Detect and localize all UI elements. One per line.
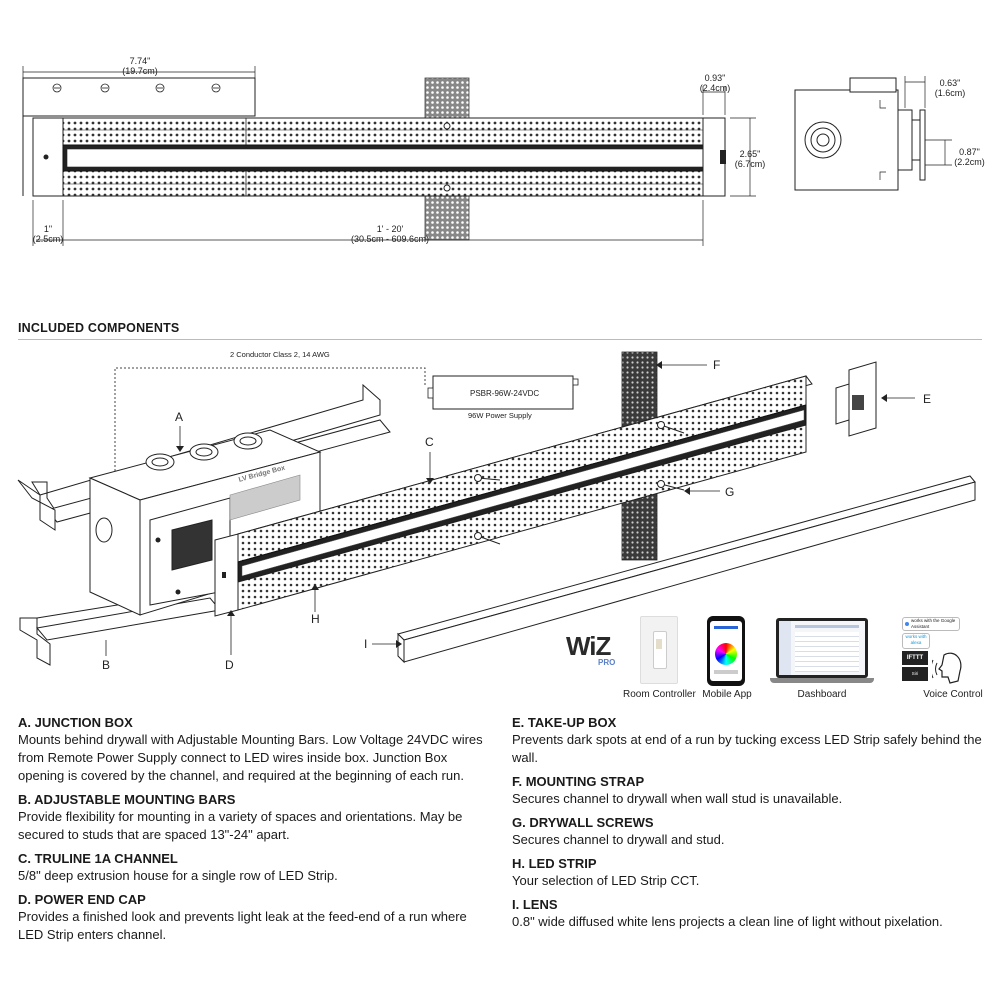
alexa-badge: works with alexa [902, 633, 930, 649]
component-description: Your selection of LED Strip CCT. [512, 873, 700, 888]
length-dimension-cm: (30.5cm - 609.6cm) [350, 234, 430, 244]
component-description: Secures channel to drywall when wall stu… [512, 791, 843, 806]
callout-i: I [364, 637, 368, 651]
wiz-logo: WiZ PRO [566, 632, 626, 668]
cap-dimension-in: 1" [43, 224, 53, 234]
height-dimension-in: 2.65" [739, 149, 761, 159]
component-take-up-box: E. TAKE-UP BOX Prevents dark spots at en… [512, 715, 982, 767]
callout-g: G [725, 485, 735, 499]
mobile-app-caption: Mobile App [702, 689, 752, 700]
component-title: C. TRULINE 1A CHANNEL [18, 851, 178, 866]
google-assistant-badge-label: works with the Google Assistant [911, 618, 956, 629]
wire-label: 2 Conductor Class 2, 14 AWG [230, 350, 330, 359]
ifttt-badge: IFTTT [902, 651, 928, 665]
component-title: H. LED STRIP [512, 856, 597, 871]
callout-c: C [425, 435, 434, 449]
callout-e: E [923, 392, 932, 406]
side-right-dimension-cm: (2.2cm) [954, 157, 985, 167]
component-channel: C. TRULINE 1A CHANNEL 5/8" deep extrusio… [18, 851, 493, 885]
component-description: Secures channel to drywall and stud. [512, 832, 725, 847]
dashboard-image [770, 618, 874, 686]
power-supply-model: PSBR-96W-24VDC [470, 389, 540, 398]
mobile-app-image [707, 616, 745, 686]
wiz-logo-main: WiZ [566, 631, 611, 661]
component-led-strip: H. LED STRIP Your selection of LED Strip… [512, 856, 982, 890]
section-heading: INCLUDED COMPONENTS [18, 321, 180, 335]
callout-f: F [713, 358, 721, 372]
component-title: F. MOUNTING STRAP [512, 774, 645, 789]
voice-badges: works with the Google Assistant works wi… [902, 617, 962, 684]
component-title: A. JUNCTION BOX [18, 715, 133, 730]
callout-b: B [102, 658, 111, 672]
section-divider [18, 339, 982, 340]
height-dimension-cm: (6.7cm) [734, 159, 766, 169]
component-description: Provide flexibility for mounting in a va… [18, 809, 463, 842]
component-description: 5/8" deep extrusion house for a single r… [18, 868, 338, 883]
component-description: Prevents dark spots at end of a run by t… [512, 732, 982, 765]
ifttt-badge-label: IFTTT [906, 655, 924, 661]
component-title: I. LENS [512, 897, 558, 912]
power-supply-caption: 96W Power Supply [468, 411, 532, 420]
room-controller-caption: Room Controller [623, 689, 696, 700]
length-dimension-in: 1' - 20' [376, 224, 404, 234]
side-right-dimension-in: 0.87" [959, 147, 980, 157]
voice-control-caption: Voice Control [923, 689, 983, 700]
component-title: D. POWER END CAP [18, 892, 146, 907]
dimension-drawing [22, 66, 952, 246]
component-mounting-bars: B. ADJUSTABLE MOUNTING BARS Provide flex… [18, 792, 493, 844]
callout-h: H [311, 612, 320, 626]
callout-d: D [225, 658, 234, 672]
components-diagram [17, 351, 976, 666]
component-description: Provides a finished look and prevents li… [18, 909, 467, 942]
component-lens: I. LENS 0.8" wide diffused white lens pr… [512, 897, 982, 931]
component-description: Mounts behind drywall with Adjustable Mo… [18, 732, 483, 783]
google-assistant-badge: works with the Google Assistant [902, 617, 960, 631]
dashboard-caption: Dashboard [797, 689, 847, 700]
component-title: G. DRYWALL SCREWS [512, 815, 654, 830]
alexa-badge-label: works with alexa [905, 634, 927, 645]
depth-dimension-cm: (2.4cm) [699, 83, 731, 93]
component-title: B. ADJUSTABLE MOUNTING BARS [18, 792, 236, 807]
cap-dimension-cm: (2.5cm) [32, 234, 64, 244]
component-description: 0.8" wide diffused white lens projects a… [512, 914, 943, 929]
voice-head-icon [932, 652, 962, 684]
component-end-cap: D. POWER END CAP Provides a finished loo… [18, 892, 493, 944]
room-controller-image [640, 616, 678, 684]
wiz-logo-sub: PRO [598, 658, 616, 667]
components-right-column: E. TAKE-UP BOX Prevents dark spots at en… [512, 715, 982, 938]
siri-badge-label: Siri Shortcuts [911, 671, 919, 676]
component-drywall-screws: G. DRYWALL SCREWS Secures channel to dry… [512, 815, 982, 849]
component-mounting-strap: F. MOUNTING STRAP Secures channel to dry… [512, 774, 982, 808]
components-left-column: A. JUNCTION BOX Mounts behind drywall wi… [18, 715, 493, 951]
component-title: E. TAKE-UP BOX [512, 715, 617, 730]
width-dimension-in: 7.74" [129, 56, 151, 66]
depth-dimension-in: 0.93" [704, 73, 726, 83]
width-dimension-cm: (19.7cm) [122, 66, 158, 76]
side-top-dimension-cm: (1.6cm) [934, 88, 966, 98]
siri-badge: Siri Shortcuts [902, 667, 928, 681]
component-junction-box: A. JUNCTION BOX Mounts behind drywall wi… [18, 715, 493, 785]
side-top-dimension-in: 0.63" [939, 78, 961, 88]
callout-a: A [175, 410, 184, 424]
